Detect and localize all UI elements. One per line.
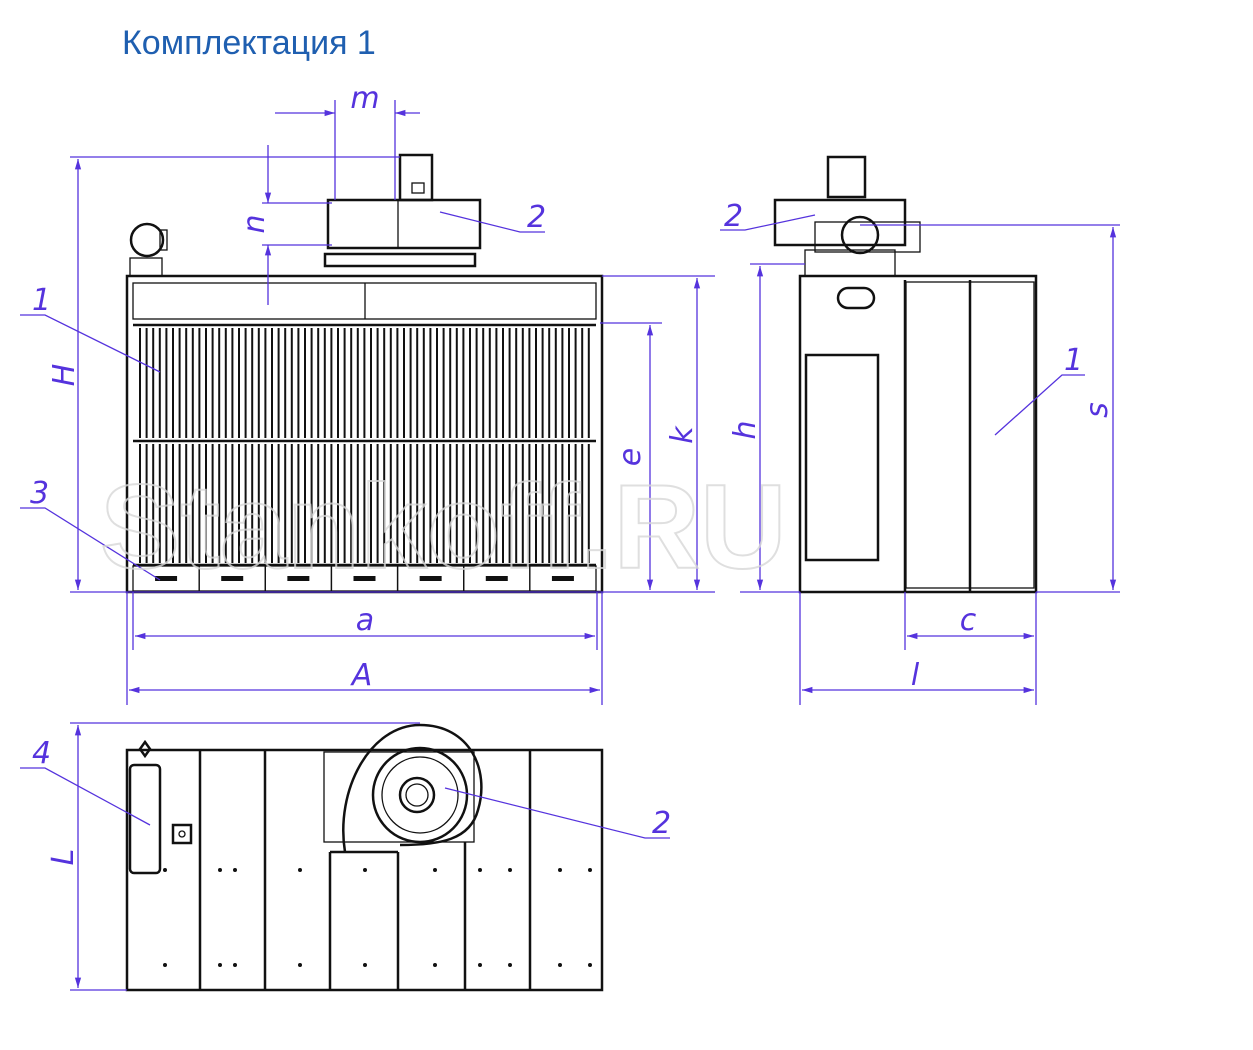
drain-slot — [353, 576, 376, 581]
dim-s: s — [1080, 402, 1115, 418]
page-title: Комплектация 1 — [122, 24, 376, 62]
rivet — [508, 868, 512, 872]
rivet — [558, 868, 562, 872]
dim-H: H — [47, 364, 82, 387]
front-view — [125, 153, 604, 594]
dim-A: A — [350, 658, 373, 693]
callout-front-1: 1 — [32, 283, 51, 318]
rivet — [588, 963, 592, 967]
callout-front-2: 2 — [527, 200, 546, 235]
dim-a: a — [356, 603, 374, 638]
fan-unit-front — [323, 153, 482, 268]
drain-box — [529, 565, 597, 592]
rivet — [508, 963, 512, 967]
dim-h: h — [728, 420, 763, 439]
drain-slot — [221, 576, 244, 581]
rivet — [298, 963, 302, 967]
dim-L: L — [46, 849, 81, 866]
callout-top-2: 2 — [652, 806, 671, 841]
drain-slot — [485, 576, 508, 581]
rivet — [233, 963, 237, 967]
rivet — [163, 868, 167, 872]
dimension-lines — [20, 100, 1120, 991]
drain-slot — [287, 576, 310, 581]
callout-side-2: 2 — [724, 199, 743, 234]
dim-k: k — [665, 425, 700, 444]
rivet-dots — [163, 868, 592, 967]
side-view — [773, 155, 1038, 594]
dimension-labels: H m n k e a A h s c l L 1 3 2 1 2 4 2 — [30, 81, 1115, 865]
rivet — [433, 963, 437, 967]
dim-l: l — [911, 658, 920, 693]
drain-slot — [155, 576, 178, 581]
rivet — [478, 868, 482, 872]
rivet — [478, 963, 482, 967]
dim-e: e — [613, 448, 648, 466]
dim-n: n — [237, 214, 272, 233]
rivet — [218, 963, 222, 967]
dim-c: c — [960, 603, 977, 638]
rivet — [233, 868, 237, 872]
drain-slot — [419, 576, 442, 581]
dim-m: m — [350, 81, 379, 116]
filter-slats — [139, 328, 590, 563]
rivet — [298, 868, 302, 872]
rivet — [363, 868, 367, 872]
callout-top-4: 4 — [32, 736, 51, 771]
drain-slot — [551, 576, 574, 581]
rivet — [218, 868, 222, 872]
air-intake-cylinder — [129, 222, 168, 277]
callout-side-1: 1 — [1064, 343, 1083, 378]
top-view — [125, 723, 604, 992]
watermark: Stankoff.RU — [100, 460, 787, 594]
rivet — [433, 868, 437, 872]
rivet — [558, 963, 562, 967]
callout-front-3: 3 — [30, 476, 49, 511]
rivet — [588, 868, 592, 872]
rivet — [363, 963, 367, 967]
rivet — [163, 963, 167, 967]
bottom-boxes — [132, 565, 597, 592]
